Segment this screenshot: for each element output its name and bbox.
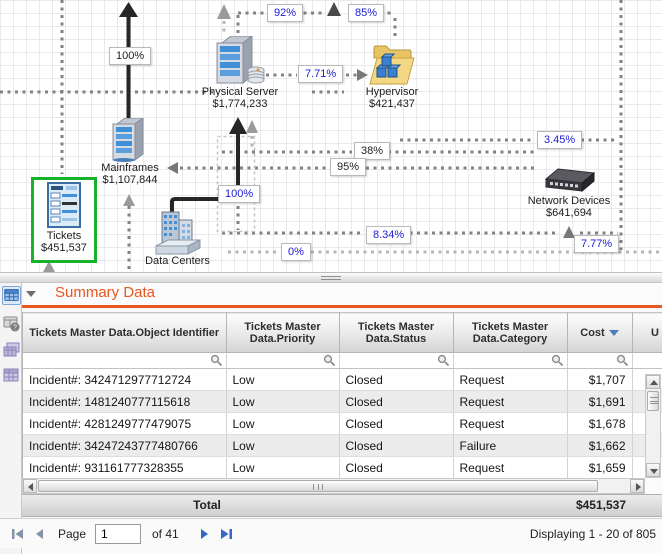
total-row: Total $451,537 bbox=[22, 494, 662, 517]
last-page-button[interactable] bbox=[218, 526, 234, 542]
prev-page-button[interactable] bbox=[32, 526, 48, 542]
node-tickets[interactable]: Tickets $451,537 bbox=[36, 182, 92, 254]
node-label: Physical Server bbox=[201, 86, 279, 98]
scroll-left-button[interactable] bbox=[23, 479, 37, 493]
page-count-label: of 41 bbox=[152, 527, 179, 541]
server-icon bbox=[216, 36, 265, 85]
panel-title: Summary Data bbox=[55, 284, 156, 301]
sort-desc-icon bbox=[608, 329, 619, 336]
search-icon bbox=[210, 354, 222, 367]
splitter-grip-icon bbox=[321, 276, 341, 280]
network-switch-icon bbox=[544, 168, 596, 193]
table-help-icon[interactable]: ? bbox=[2, 314, 21, 333]
buildings-icon bbox=[155, 211, 200, 255]
horizontal-scroll-thumb[interactable] bbox=[38, 480, 598, 492]
node-mainframes[interactable]: Mainframes $1,107,844 bbox=[85, 118, 175, 186]
summary-header: Summary Data bbox=[22, 283, 662, 305]
accent-divider bbox=[22, 305, 662, 308]
stacked-tables-icon[interactable] bbox=[2, 341, 21, 360]
hypervisor-folder-icon bbox=[369, 45, 415, 85]
svg-text:?: ? bbox=[13, 325, 17, 332]
edge-weight-badge[interactable]: 95% bbox=[330, 158, 367, 176]
node-label: Data Centers bbox=[145, 255, 210, 267]
filter-input[interactable] bbox=[567, 352, 633, 369]
total-value: $451,537 bbox=[575, 498, 626, 512]
node-network-devices[interactable]: Network Devices $641,694 bbox=[516, 163, 622, 219]
summary-data-panel: ? Summary Data Tickets Mast bbox=[0, 283, 662, 554]
filter-row bbox=[23, 352, 662, 369]
vertical-scroll-thumb[interactable] bbox=[647, 391, 659, 411]
grid-view-icon[interactable] bbox=[2, 286, 21, 305]
search-icon bbox=[551, 354, 563, 367]
col-header-cost[interactable]: Cost bbox=[567, 312, 633, 353]
search-icon bbox=[437, 354, 449, 367]
filter-input[interactable] bbox=[23, 352, 227, 369]
filter-input[interactable] bbox=[453, 352, 568, 369]
collapse-panel-button[interactable] bbox=[26, 291, 36, 297]
scroll-right-button[interactable] bbox=[630, 479, 644, 493]
node-value: $1,774,233 bbox=[212, 98, 268, 110]
edge-weight-badge[interactable]: 38% bbox=[354, 142, 391, 160]
panel-splitter[interactable] bbox=[0, 272, 662, 283]
search-icon bbox=[616, 354, 628, 367]
tickets-icon bbox=[47, 182, 81, 228]
node-value: $421,437 bbox=[369, 98, 415, 110]
edge-weight-badge[interactable]: 85% bbox=[348, 4, 385, 22]
paging-toolbar: Page of 41 Displaying 1 - 20 of 805 bbox=[0, 518, 662, 548]
scroll-up-button[interactable] bbox=[646, 375, 660, 389]
search-icon bbox=[323, 354, 335, 367]
displaying-status: Displaying 1 - 20 of 805 bbox=[529, 527, 656, 541]
col-header-priority[interactable]: Tickets Master Data.Priority bbox=[226, 312, 340, 353]
summary-grid: Tickets Master Data.Object Identifier Ti… bbox=[22, 312, 662, 478]
horizontal-scrollbar[interactable] bbox=[22, 478, 645, 494]
node-value: $1,107,844 bbox=[102, 174, 158, 186]
col-header-u[interactable]: U bbox=[632, 312, 662, 353]
node-label: Mainframes bbox=[101, 162, 159, 174]
header-row: Tickets Master Data.Object Identifier Ti… bbox=[23, 312, 662, 353]
filter-input[interactable] bbox=[632, 352, 662, 369]
edge-weight-badge[interactable]: 100% bbox=[218, 185, 261, 203]
edge-weight-badge[interactable]: 3.45% bbox=[537, 131, 583, 149]
view-toolbar: ? bbox=[0, 283, 22, 554]
cost-model-diagram[interactable]: Tickets $451,537 Mainframes $1,107,844 bbox=[0, 0, 662, 272]
node-value: $641,694 bbox=[546, 207, 592, 219]
node-label: Tickets bbox=[46, 230, 82, 242]
col-header-object-identifier[interactable]: Tickets Master Data.Object Identifier bbox=[23, 312, 227, 353]
edge-weight-badge[interactable]: 0% bbox=[281, 243, 311, 261]
node-physical-server[interactable]: Physical Server $1,774,233 bbox=[194, 36, 286, 110]
node-data-centers[interactable]: Data Centers bbox=[130, 210, 225, 267]
node-label: Network Devices bbox=[527, 195, 611, 207]
total-label: Total bbox=[193, 498, 221, 512]
server-icon bbox=[112, 118, 144, 162]
edge-weight-badge[interactable]: 92% bbox=[267, 4, 304, 22]
pivot-table-icon[interactable] bbox=[2, 366, 21, 385]
edge-weight-badge[interactable]: 7.77% bbox=[574, 235, 620, 253]
next-page-button[interactable] bbox=[196, 526, 212, 542]
node-hypervisor[interactable]: Hypervisor $421,437 bbox=[349, 42, 435, 110]
node-label: Hypervisor bbox=[365, 86, 419, 98]
page-label: Page bbox=[58, 527, 87, 541]
edge-weight-badge[interactable]: 7.71% bbox=[298, 65, 344, 83]
edge-weight-badge[interactable]: 100% bbox=[109, 47, 152, 65]
page-number-input[interactable] bbox=[95, 524, 141, 544]
node-value: $451,537 bbox=[41, 242, 87, 254]
edge-weight-badge[interactable]: 8.34% bbox=[366, 226, 412, 244]
first-page-button[interactable] bbox=[10, 526, 26, 542]
filter-input[interactable] bbox=[339, 352, 454, 369]
filter-input[interactable] bbox=[226, 352, 340, 369]
scroll-down-button[interactable] bbox=[646, 463, 660, 477]
col-header-status[interactable]: Tickets Master Data.Status bbox=[339, 312, 454, 353]
col-header-category[interactable]: Tickets Master Data.Category bbox=[453, 312, 568, 353]
vertical-scrollbar[interactable] bbox=[645, 374, 661, 478]
